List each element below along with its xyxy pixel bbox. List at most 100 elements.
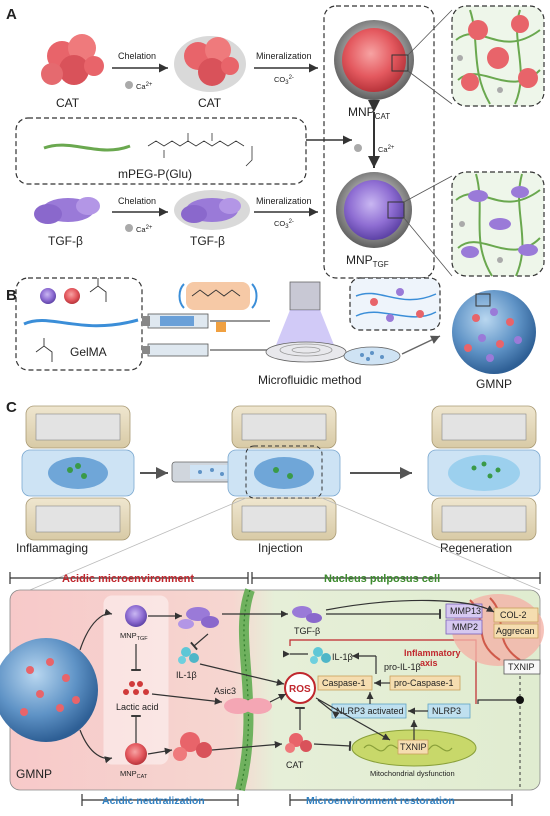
ros-node xyxy=(284,672,316,704)
uv-lamp-icon xyxy=(274,281,336,350)
np-cell-label: Nucleus pulposus cell xyxy=(324,573,440,585)
petri-dish-icon xyxy=(343,346,401,366)
polymer-name-label: mPEG-P(Glu) xyxy=(118,167,192,181)
gmnp-mechanism-particle-icon xyxy=(0,638,98,742)
ca-ion-icon xyxy=(125,81,133,89)
txnip-right-box xyxy=(503,659,541,675)
asic3-label: Asic3 xyxy=(214,686,236,696)
tgf-inhibit-il1b xyxy=(190,633,209,651)
micro-restore-bracket xyxy=(289,794,513,806)
tgf-chelated-icon xyxy=(174,190,250,230)
mnp-tgf-zoom-inset xyxy=(451,171,545,277)
gelma-chain-icon xyxy=(23,318,139,328)
cat-intracellular-icon xyxy=(285,733,312,753)
txnip-node-dot xyxy=(516,696,524,704)
nlrp3-label: NLRP3 xyxy=(432,706,461,716)
mnp-cat-c-label: MNPCAT xyxy=(120,769,148,780)
zoom-line xyxy=(321,497,541,591)
syringe-icon xyxy=(142,313,226,357)
regeneration-label: Regeneration xyxy=(440,541,512,555)
mnp-tgf-label: MNPTGF xyxy=(346,253,389,269)
polymer-structure-icon xyxy=(147,133,253,167)
acidic-env-label: Acidic microenvironment xyxy=(62,573,194,585)
cat-chelated-icon xyxy=(174,36,246,92)
acidic-bracket xyxy=(9,572,249,584)
gelma-structure-icon xyxy=(35,278,107,362)
mmp13-box xyxy=(445,603,483,619)
ca-ion-icon xyxy=(354,144,362,152)
cat-release-arrow xyxy=(147,747,173,755)
cat-protein-icon xyxy=(41,34,104,85)
tgf-label: TGF-β xyxy=(48,234,83,248)
collection-arrow xyxy=(401,335,441,355)
il1b-right-label: IL-1β xyxy=(332,652,353,662)
mineralization-top-label: Mineralization xyxy=(256,51,312,61)
panel-a-label: A xyxy=(6,6,17,23)
txnip-right-label: TXNIP xyxy=(508,662,535,672)
col2-box xyxy=(493,607,539,623)
disc-regeneration-icon xyxy=(427,405,541,541)
cat-entry-arrow xyxy=(211,741,283,751)
disc-injection-icon xyxy=(227,405,341,541)
cat-release-icon xyxy=(173,732,212,761)
zoom-line xyxy=(407,70,453,105)
aggrecan-box xyxy=(493,623,539,639)
mmp13-label: MMP13 xyxy=(450,606,481,616)
panel-c-label: C xyxy=(6,399,17,416)
tgfb-label: TGF-β xyxy=(294,626,320,636)
caspase-box xyxy=(317,675,373,691)
tgfb-intracellular-icon xyxy=(292,606,322,623)
il1b-ros-arrow xyxy=(199,663,285,686)
co3-top-label: CO32- xyxy=(274,75,294,86)
crosslinker-callout xyxy=(178,282,258,310)
mnp-cat-label: MNPCAT xyxy=(348,105,390,121)
acid-neutral-bracket xyxy=(81,794,239,806)
ros-label: ROS xyxy=(289,684,311,695)
ca-mid-label: Ca2+ xyxy=(378,145,395,154)
ca-top-label: Ca2+ xyxy=(136,82,153,91)
mnp-tgf-mini-icon xyxy=(40,288,56,304)
zoom-line xyxy=(29,497,247,591)
nlrp3-activated-label: NLRP3 activated xyxy=(336,706,404,716)
gmnp-c-label: GMNP xyxy=(16,767,52,781)
microfluidic-chip-icon xyxy=(265,341,347,363)
chelation-top-label: Chelation xyxy=(118,51,156,61)
cat-intracellular-label: CAT xyxy=(286,760,304,770)
caspase-label: Caspase-1 xyxy=(322,678,366,688)
co3-bottom-label: CO32- xyxy=(274,219,294,230)
gmnp-zoom-inset xyxy=(349,277,441,331)
col2-label: COL-2 xyxy=(500,610,527,620)
asic3-channel-icon xyxy=(224,698,272,714)
zoom-line xyxy=(403,175,453,203)
ros-mito-arrow xyxy=(315,697,391,741)
txnip-nlrp3-link xyxy=(477,699,516,704)
lactic-acid-label: Lactic acid xyxy=(116,702,159,712)
mito-label: Mitochondrial dysfunction xyxy=(370,769,455,778)
injection-label: Injection xyxy=(258,541,303,555)
mnp-tgf-c-label: MNPTGF xyxy=(120,631,148,642)
inflam-axis-label-1: Inflammatory xyxy=(404,648,461,658)
mineralization-bottom-label: Mineralization xyxy=(256,196,312,206)
txnip-mito-box xyxy=(397,739,429,755)
cat-inhibit-mito xyxy=(313,741,352,751)
ca-bottom-label: Ca2+ xyxy=(136,225,153,234)
inflammatory-axis-path xyxy=(289,639,477,704)
panel-b-label: B xyxy=(6,287,17,304)
disc-inflammaging-icon xyxy=(21,405,135,541)
tgf-promote-col2 xyxy=(325,599,495,613)
gmnp-network-icon xyxy=(355,288,437,322)
polymer-box xyxy=(15,117,307,185)
cat-label: CAT xyxy=(56,96,80,110)
injection-syringe-icon xyxy=(171,461,252,483)
mnp-tgf-small-icon xyxy=(125,605,147,627)
lactic-acid-icon xyxy=(123,681,149,695)
lactic-asic3-arrow xyxy=(151,693,223,705)
txnip-mito-label: TXNIP xyxy=(400,742,427,752)
il1b-left-icon xyxy=(178,647,199,664)
np-cell-bracket xyxy=(251,572,541,584)
inflam-axis-label-2: axis xyxy=(420,658,438,668)
mnp-group-box xyxy=(323,5,435,279)
mnp-cat-zoom-inset xyxy=(451,5,545,107)
release-arrow-cat xyxy=(79,729,113,764)
